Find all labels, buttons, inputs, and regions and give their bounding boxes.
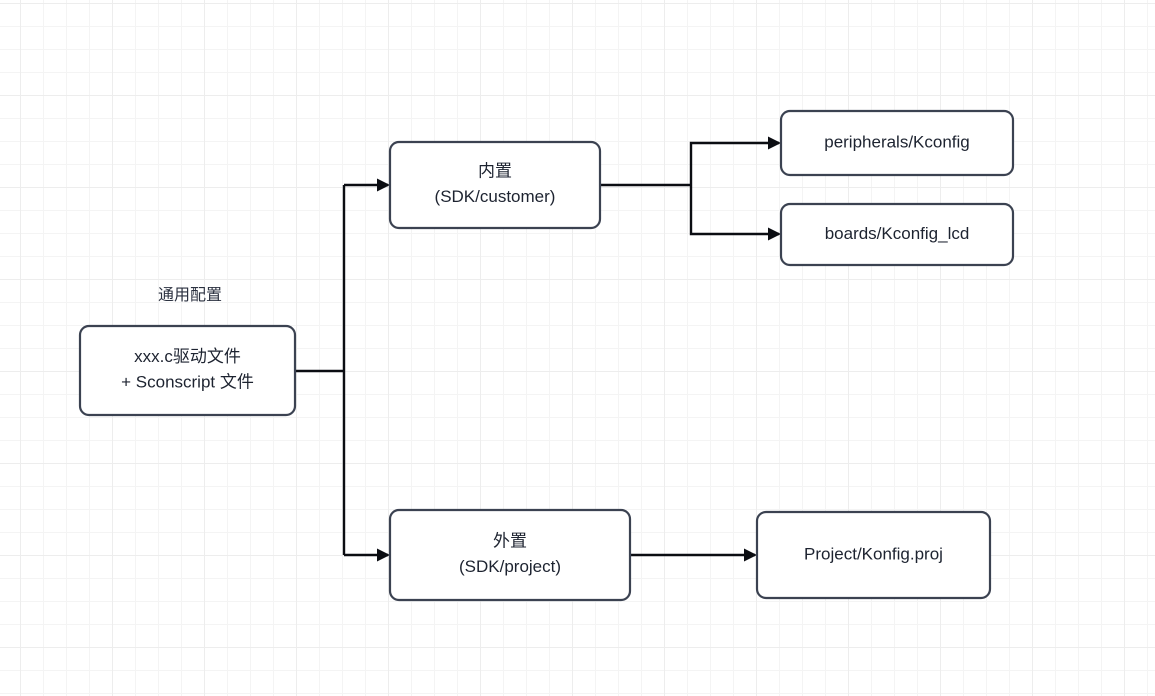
- node-builtin-sdk-customer-shape[interactable]: [388, 140, 602, 230]
- edge-split-to-peripherals-arrowhead-icon: [768, 136, 781, 150]
- node-source-files-shape[interactable]: [78, 324, 297, 417]
- edge-external-to-project: [630, 548, 757, 562]
- node-project-konfig-proj-shape[interactable]: [755, 510, 992, 600]
- node-project-konfig-proj-label-line-1: Project/Konfig.proj: [804, 544, 943, 563]
- node-builtin-sdk-customer-label-line-1: 内置: [478, 162, 512, 181]
- edge-trunk-to-builtin-arrowhead-icon: [377, 178, 390, 192]
- nodes-layer: xxx.c驱动文件 + Sconscript 文件 内置 (SDK/customer)…: [78, 109, 1015, 602]
- node-peripherals-kconfig-shape[interactable]: [779, 109, 1015, 177]
- node-builtin-sdk-customer[interactable]: 内置 (SDK/customer): [388, 140, 602, 230]
- node-external-sdk-project-shape[interactable]: [388, 508, 632, 602]
- node-source-files-label-line-2: + Sconscript 文件: [121, 373, 254, 392]
- edge-trunk-to-external-arrowhead-icon: [377, 548, 390, 562]
- edge-trunk-to-external: [344, 548, 390, 562]
- edges-layer: [295, 136, 781, 562]
- node-peripherals-kconfig[interactable]: peripherals/Kconfig: [779, 109, 1015, 177]
- node-builtin-sdk-customer-label-line-2: (SDK/customer): [435, 187, 556, 206]
- edge-split-to-peripherals: [689, 136, 781, 185]
- node-peripherals-kconfig-label-line-1: peripherals/Kconfig: [824, 132, 970, 151]
- node-source-files-label-line-1: xxx.c驱动文件: [134, 347, 241, 366]
- node-external-sdk-project-label-line-1: 外置: [493, 532, 527, 551]
- node-boards-kconfig-lcd[interactable]: boards/Kconfig_lcd: [779, 202, 1015, 267]
- free-labels-layer: 通用配置: [158, 286, 222, 304]
- edge-split-to-boards-line: [689, 185, 779, 236]
- edge-trunk-to-builtin: [344, 178, 390, 192]
- node-source-files[interactable]: xxx.c驱动文件 + Sconscript 文件: [78, 324, 297, 417]
- node-external-sdk-project[interactable]: 外置 (SDK/project): [388, 508, 632, 602]
- node-boards-kconfig-lcd-shape[interactable]: [779, 202, 1015, 267]
- node-external-sdk-project-label-line-2: (SDK/project): [459, 557, 561, 576]
- node-boards-kconfig-lcd-label-line-1: boards/Kconfig_lcd: [825, 224, 970, 243]
- general-config-label: 通用配置: [158, 286, 222, 304]
- node-project-konfig-proj[interactable]: Project/Konfig.proj: [755, 510, 992, 600]
- edge-split-to-peripherals-line: [689, 141, 779, 185]
- edge-split-to-boards-arrowhead-icon: [768, 227, 781, 241]
- edge-split-to-boards: [689, 185, 781, 241]
- edge-external-to-project-arrowhead-icon: [744, 548, 757, 562]
